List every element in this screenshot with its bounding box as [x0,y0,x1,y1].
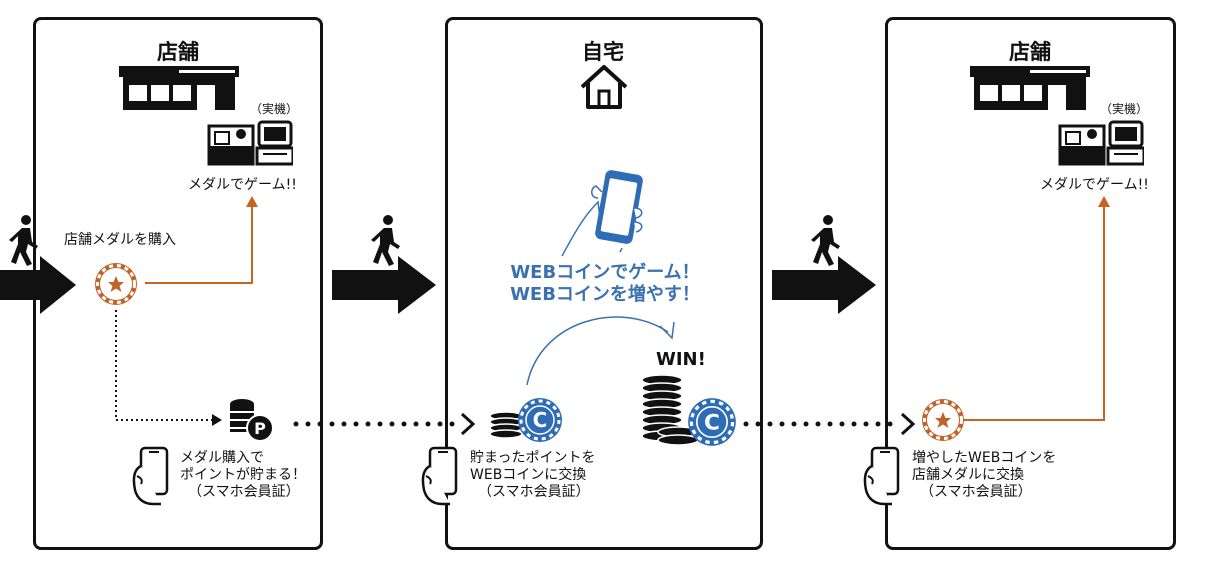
medal-game-machine-icon [1058,120,1144,166]
store-2-exchange-text: 増やしたWEBコインを 店舗メダルに交換 （スマホ会員証） [912,450,1056,501]
medal-icon [922,399,964,441]
headline-line-2: WEBコインを増やす！ [510,284,700,305]
game-arrowhead [246,196,258,207]
store-icon [119,66,239,110]
svg-text:C: C [704,411,720,436]
right-arrow-icon [332,256,436,314]
store-2-exchange-line-1: 増やしたWEBコインを [912,450,1057,466]
store-1-game-label: メダルでゲーム!! [188,177,297,193]
right-arrow-icon [772,256,876,314]
hand-holding-phone-icon [561,170,643,257]
smartphone-hand-icon [863,446,900,506]
points-line-3: （スマホ会員証） [188,484,300,500]
exchange-line-1: 貯まったポイントを [470,450,596,466]
medal-game-machine-icon [207,120,293,166]
exchange-to-game-line [962,205,1105,421]
web-coin-icon: C [518,398,562,442]
store-1-title: 店舗 [157,40,199,64]
exchange-line-3: （スマホ会員証） [478,484,590,500]
store-2-machine-note: （実機） [1100,102,1149,116]
store-2-exchange-line-2: 店舗メダルに交換 [912,467,1024,483]
transfer-2-chevron [900,412,916,436]
walking-person-icon [9,215,38,266]
points-arrowhead [212,414,222,426]
home-title: 自宅 [582,40,624,64]
smartphone-hand-icon [132,446,169,506]
store-icon [970,66,1090,110]
store-2-title: 店舗 [1009,40,1051,64]
house-icon [580,65,628,109]
store-2-game-label: メダルでゲーム!! [1040,177,1149,193]
store-1-points-text: メダル購入で ポイントが貯まる！ （スマホ会員証） [180,450,306,501]
headline-line-1: WEBコインでゲーム！ [510,262,700,283]
web-coin-icon: C [688,398,736,446]
svg-text:C: C [533,408,548,432]
svg-text:P: P [254,419,266,438]
home-headline: WEBコインでゲーム！ WEBコインを増やす！ [490,262,720,306]
points-dotted-line [115,310,214,421]
win-label: WIN! [656,349,706,370]
smartphone-hand-icon [421,446,458,506]
walking-person-icon [371,215,400,266]
coin-stack-icon [641,374,699,446]
game-arrowhead-2 [1098,196,1110,207]
point-coins-icon: P [230,399,274,442]
store-2-exchange-line-3: （スマホ会員証） [920,484,1032,500]
increase-curve-arrow [526,316,669,386]
transfer-1-chevron [460,412,476,436]
points-line-2: ポイントが貯まる！ [180,467,306,483]
exchange-line-2: WEBコインに交換 [470,467,587,483]
curve-arrowhead [659,321,675,340]
purchase-to-game-line [145,205,253,284]
coin-stack-icon [489,411,523,439]
store-1-machine-note: （実機） [250,102,299,116]
points-line-1: メダル購入で [180,450,264,466]
home-exchange-text: 貯まったポイントを WEBコインに交換 （スマホ会員証） [470,450,595,501]
store-1-purchase-label: 店舗メダルを購入 [64,232,176,248]
right-arrow-icon [0,256,76,314]
medal-icon [95,263,137,305]
walking-person-icon [811,215,840,266]
